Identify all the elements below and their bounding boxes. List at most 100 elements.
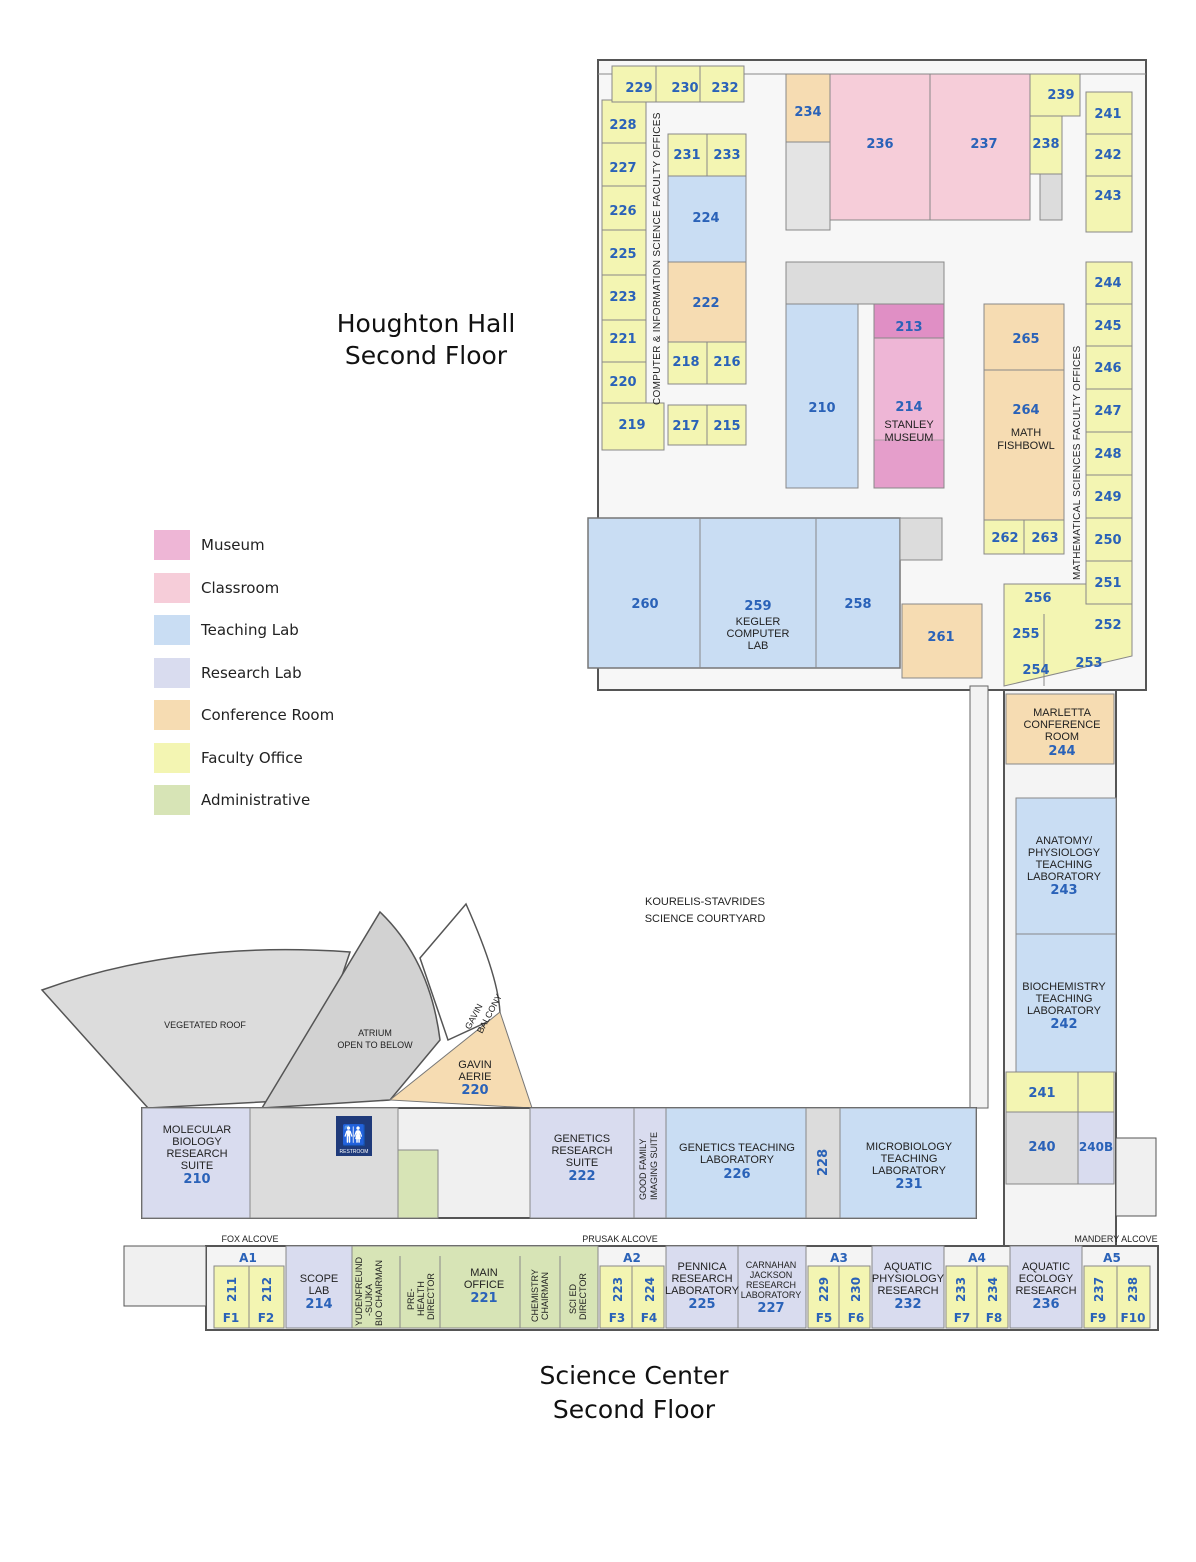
pennica-room-225: 225 — [688, 1297, 715, 1312]
room-220: 220 — [609, 375, 636, 390]
pre-health-label-3: DIRECTOR — [426, 1273, 436, 1320]
anatomy-label-3: TEACHING — [1036, 859, 1093, 871]
legend-swatch-faculty-office — [154, 743, 190, 773]
prusak-alcove-label: PRUSAK ALCOVE — [582, 1234, 658, 1244]
vegetated-roof-label: VEGETATED ROOF — [164, 1020, 246, 1030]
room-232: 232 — [711, 81, 738, 96]
carnahan-room-227: 227 — [757, 1301, 784, 1316]
room-249: 249 — [1094, 490, 1121, 505]
legend-label-faculty-office: Faculty Office — [201, 749, 303, 767]
main-office-label-2: OFFICE — [464, 1279, 504, 1291]
room-213: 213 — [895, 320, 922, 335]
yudenfreund-label-2: -SUJKA — [364, 1284, 374, 1316]
room-243: 243 — [1094, 189, 1121, 204]
alcove-a1: A1 — [239, 1251, 257, 1265]
room-226: 226 — [609, 204, 636, 219]
room-254: 254 — [1022, 663, 1049, 678]
carnahan-label-1: CARNAHAN — [746, 1260, 797, 1270]
room-230: 230 — [671, 81, 698, 96]
room-242: 242 — [1094, 148, 1121, 163]
gavin-aerie-room-220: 220 — [461, 1083, 488, 1098]
houghton-title-line1: Houghton Hall — [337, 309, 516, 338]
legend-swatch-classroom — [154, 573, 190, 603]
marletta-room-244: 244 — [1048, 744, 1075, 759]
room-237: 237 — [970, 137, 997, 152]
molecular-label-2: BIOLOGY — [172, 1136, 222, 1148]
legend-swatch-administrative — [154, 785, 190, 815]
room-241-sc: 241 — [1028, 1086, 1055, 1101]
office-f1: F1 — [223, 1311, 240, 1325]
kegler-label-2: COMPUTER — [727, 628, 790, 640]
room-265: 265 — [1012, 332, 1039, 347]
room-236-area — [829, 73, 931, 221]
room-233-sc: 233 — [954, 1277, 968, 1302]
main-office-label-1: MAIN — [470, 1267, 498, 1279]
alcove-a5: A5 — [1103, 1251, 1121, 1265]
room-240b: 240B — [1079, 1140, 1113, 1154]
marletta-label-3: ROOM — [1045, 731, 1079, 743]
gavin-aerie-label-1: GAVIN — [458, 1059, 491, 1071]
microbiology-label-3: LABORATORY — [872, 1165, 947, 1177]
sced-label-2: DIRECTOR — [578, 1273, 588, 1320]
carnahan-label-4: LABORATORY — [741, 1290, 802, 1300]
anatomy-label-1: ANATOMY/ — [1036, 835, 1093, 847]
legend-swatch-teaching-lab — [154, 615, 190, 645]
room-228: 228 — [609, 118, 636, 133]
room-246: 246 — [1094, 361, 1121, 376]
room-223: 223 — [609, 290, 636, 305]
room-223-sc: 223 — [611, 1277, 625, 1302]
room-210: 210 — [808, 401, 835, 416]
room-234-sc: 234 — [986, 1277, 1000, 1302]
chemistry-label-2: CHAIRMAN — [540, 1272, 550, 1320]
yudenfreund-label-1: YUDENFREUND — [354, 1256, 364, 1326]
atrium-label-2: OPEN TO BELOW — [337, 1040, 413, 1050]
legend-label-classroom: Classroom — [201, 579, 279, 597]
office-f7: F7 — [954, 1311, 971, 1325]
room-258: 258 — [844, 597, 871, 612]
room-231: 231 — [673, 148, 700, 163]
room-250: 250 — [1094, 533, 1121, 548]
aquatic-eco-label-1: AQUATIC — [1022, 1261, 1070, 1273]
room-253: 253 — [1075, 656, 1102, 671]
houghton-hall-plan: 229 230 232 228 227 226 225 223 221 220 … — [587, 59, 1147, 691]
room-211-sc: 211 — [225, 1277, 239, 1302]
room-233: 233 — [713, 148, 740, 163]
marletta-label-1: MARLETTA — [1033, 707, 1092, 719]
science-title-line1: Science Center — [539, 1361, 729, 1390]
restroom-label: RESTROOM — [340, 1149, 369, 1155]
aquatic-eco-label-3: RESEARCH — [1015, 1285, 1076, 1297]
biochem-label-3: LABORATORY — [1027, 1005, 1102, 1017]
good-family-label-2: IMAGING SUITE — [649, 1132, 659, 1200]
room-217: 217 — [672, 419, 699, 434]
alcove-a4: A4 — [968, 1251, 986, 1265]
office-f6: F6 — [848, 1311, 865, 1325]
room-263: 263 — [1031, 531, 1058, 546]
molecular-label-1: MOLECULAR — [163, 1124, 232, 1136]
main-office-room-221: 221 — [470, 1291, 497, 1306]
room-239: 239 — [1047, 88, 1074, 103]
room-221: 221 — [609, 332, 636, 347]
room-236: 236 — [866, 137, 893, 152]
office-f10: F10 — [1121, 1311, 1146, 1325]
legend-label-conference-room: Conference Room — [201, 706, 334, 724]
microbiology-label-2: TEACHING — [881, 1153, 938, 1165]
room-248: 248 — [1094, 447, 1121, 462]
scope-lab-room-214: 214 — [305, 1297, 332, 1312]
alcove-a3: A3 — [830, 1251, 848, 1265]
cis-faculty-offices-label: COMPUTER & INFORMATION SCIENCE FACULTY O… — [652, 112, 663, 405]
room-262: 262 — [991, 531, 1018, 546]
office-f8: F8 — [986, 1311, 1003, 1325]
room-244: 244 — [1094, 276, 1121, 291]
aquatic-eco-label-2: ECOLOGY — [1019, 1273, 1074, 1285]
legend-label-research-lab: Research Lab — [201, 664, 302, 682]
anatomy-label-2: PHYSIOLOGY — [1028, 847, 1101, 859]
room-216: 216 — [713, 355, 740, 370]
room-238: 238 — [1032, 137, 1059, 152]
math-offices-right — [1003, 91, 1133, 687]
room-219: 219 — [618, 418, 645, 433]
microbiology-room-231: 231 — [895, 1177, 922, 1192]
marletta-label-2: CONFERENCE — [1023, 719, 1100, 731]
room-222: 222 — [692, 296, 719, 311]
room-241: 241 — [1094, 107, 1121, 122]
legend-swatch-museum — [154, 530, 190, 560]
